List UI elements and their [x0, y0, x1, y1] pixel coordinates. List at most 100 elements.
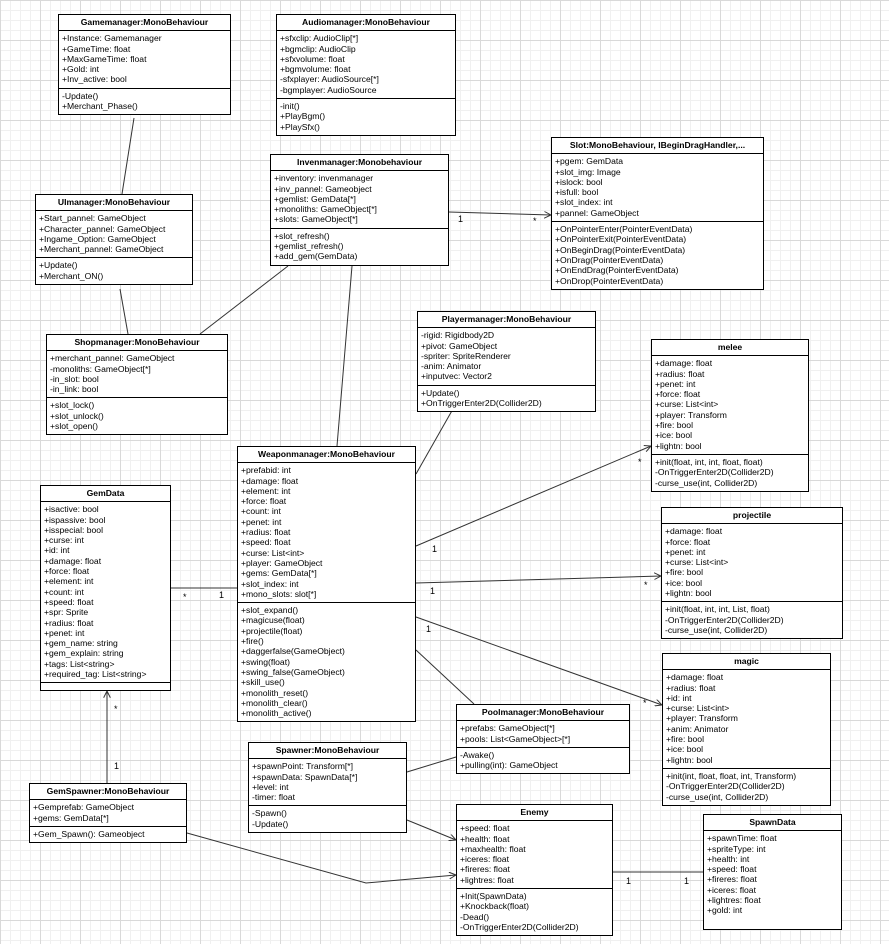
class-poolmanager[interactable]: Poolmanager:MonoBehaviour +prefabs: Game…	[456, 704, 630, 775]
attribute: +damage: float	[665, 526, 723, 537]
attribute: +health: float	[460, 833, 510, 844]
class-projectile[interactable]: projectile +damage: float +force: float …	[661, 507, 843, 640]
methods-section: -Update() +Merchant_Phase()	[59, 87, 230, 115]
class-title: magic	[663, 654, 830, 671]
methods-section: +Gem_Spawn(): Gameobject	[30, 825, 186, 842]
method: +Gem_Spawn(): Gameobject	[33, 828, 145, 839]
method: +init(float, int, int, float, float)	[655, 456, 763, 467]
class-title: Shopmanager:MonoBehaviour	[47, 335, 227, 352]
attribute: +fireres: float	[460, 864, 510, 875]
link-gemspawner-enemy	[186, 832, 456, 884]
attribute: +element: int	[241, 485, 291, 496]
attributes-section: +merchant_pannel: GameObject -monoliths:…	[47, 351, 227, 397]
attributes-section: +damage: float +force: float +penet: int…	[662, 524, 842, 601]
method: +Update()	[39, 260, 78, 271]
methods-section: -Awake() +pulling(int): GameObject	[457, 746, 629, 774]
attribute: +merchant_pannel: GameObject	[50, 353, 175, 364]
class-uimanager[interactable]: UImanager:MonoBehaviour +Start_pannel: G…	[35, 194, 193, 286]
class-magic[interactable]: magic +damage: float +radius: float +id:…	[662, 653, 831, 806]
attribute: +Ingame_Option: GameObject	[39, 233, 156, 244]
class-title: Spawner:MonoBehaviour	[249, 743, 406, 760]
method: -Update()	[252, 818, 289, 829]
attribute: +health: int	[707, 853, 750, 864]
attribute: +fire: bool	[666, 734, 704, 745]
class-shopmanager[interactable]: Shopmanager:MonoBehaviour +merchant_pann…	[46, 334, 228, 436]
multiplicity-label: 1	[626, 876, 632, 886]
link-weaponmanager-magic	[415, 616, 662, 705]
attribute: +player: GameObject	[241, 557, 323, 568]
attribute: +bgmvolume: float	[280, 64, 351, 75]
class-melee[interactable]: melee +damage: float +radius: float +pen…	[651, 339, 809, 492]
class-title: Weaponmanager:MonoBehaviour	[238, 447, 415, 464]
method: +slot_expand()	[241, 605, 299, 616]
attribute: +tags: List<string>	[44, 658, 115, 669]
class-title: GemSpawner:MonoBehaviour	[30, 784, 186, 801]
class-gamemanager[interactable]: Gamemanager:MonoBehaviour +Instance: Gam…	[58, 14, 231, 116]
attribute: +penet: int	[655, 378, 696, 389]
class-title: Invenmanager:Monobehaviour	[271, 155, 448, 172]
attribute: +iceres: float	[460, 854, 509, 865]
method: +PlaySfx()	[280, 121, 320, 132]
method: +OnPointerEnter(PointerEventData)	[555, 224, 693, 235]
attribute: +Merchant_pannel: GameObject	[39, 244, 164, 255]
link-spawner-enemy	[406, 819, 456, 840]
attribute: +isspecial: bool	[44, 524, 103, 535]
attribute: +count: int	[241, 506, 281, 517]
attribute: +inventory: invenmanager	[274, 173, 374, 184]
method: +OnBeginDrag(PointerEventData)	[555, 244, 686, 255]
attribute: +speed: float	[460, 823, 510, 834]
link-weaponmanager-melee	[415, 446, 651, 547]
class-title: Gamemanager:MonoBehaviour	[59, 15, 230, 32]
class-spawner[interactable]: Spawner:MonoBehaviour +spawnPoint: Trans…	[248, 742, 407, 834]
methods-section: +slot_refresh() +gemlist_refresh() +add_…	[271, 227, 448, 265]
class-title: UImanager:MonoBehaviour	[36, 195, 192, 212]
method: +PlayBgm()	[280, 111, 326, 122]
attributes-section: +prefabid: int +damage: float +element: …	[238, 463, 415, 602]
attribute: +radius: float	[655, 368, 705, 379]
attribute: +radius: float	[241, 527, 291, 538]
attribute: +element: int	[44, 576, 94, 587]
class-gemspawner[interactable]: GemSpawner:MonoBehaviour +Gemprefab: Gam…	[29, 783, 187, 844]
class-gemdata[interactable]: GemData +isactive: bool +ispassive: bool…	[40, 485, 171, 691]
class-weaponmanager[interactable]: Weaponmanager:MonoBehaviour +prefabid: i…	[237, 446, 416, 723]
multiplicity-label: 1	[219, 590, 225, 600]
attributes-section: -rigid: Rigidbody2D +pivot: GameObject -…	[418, 328, 595, 384]
attribute: -bgmplayer: AudioSource	[280, 84, 377, 95]
multiplicity-label: *	[114, 704, 118, 714]
attribute: +ice: bool	[655, 430, 693, 441]
attribute: +Gold: int	[62, 64, 100, 75]
attribute: +penet: int	[44, 627, 85, 638]
attribute: +ice: bool	[665, 577, 703, 588]
method: +OnTriggerEnter2D(Collider2D)	[421, 398, 542, 409]
attribute: +speed: float	[241, 537, 291, 548]
class-enemy[interactable]: Enemy +speed: float +health: float +maxh…	[456, 804, 613, 937]
attributes-section: +Instance: Gamemanager +GameTime: float …	[59, 31, 230, 87]
class-playermanager[interactable]: Playermanager:MonoBehaviour -rigid: Rigi…	[417, 311, 596, 413]
class-invenmanager[interactable]: Invenmanager:Monobehaviour +inventory: i…	[270, 154, 449, 266]
class-spawndata[interactable]: SpawnData +spawnTime: float +spriteType:…	[703, 814, 842, 930]
attribute: +islock: bool	[555, 176, 603, 187]
attribute: +pivot: GameObject	[421, 340, 498, 351]
attribute: +penet: int	[241, 516, 282, 527]
attributes-section: +Gemprefab: GameObject +gems: GemData[*]	[30, 800, 186, 826]
attributes-section: +isactive: bool +ispassive: bool +isspec…	[41, 502, 170, 682]
attribute: +Start_pannel: GameObject	[39, 213, 146, 224]
attributes-section: +pgem: GemData +slot_img: Image +islock:…	[552, 154, 763, 221]
method: +OnEndDrag(PointerEventData)	[555, 265, 679, 276]
multiplicity-label: 1	[432, 544, 438, 554]
attribute: +force: float	[665, 536, 711, 547]
attribute: +slot_index: int	[241, 578, 299, 589]
attribute: +speed: float	[44, 596, 94, 607]
attributes-section: +prefabs: GameObject[*] +pools: List<Gam…	[457, 721, 629, 747]
multiplicity-label: 1	[426, 624, 432, 634]
attribute: +damage: float	[666, 672, 724, 683]
attributes-section: +Start_pannel: GameObject +Character_pan…	[36, 211, 192, 257]
method: -Spawn()	[252, 808, 287, 819]
class-slot[interactable]: Slot:MonoBehaviour, IBeginDragHandler,..…	[551, 137, 764, 290]
methods-section: +init(float, int, int, float, float) -On…	[652, 453, 808, 491]
attribute: +force: float	[44, 566, 90, 577]
methods-section: +slot_lock() +slot_unlock() +slot_open()	[47, 397, 227, 434]
method: -Awake()	[460, 749, 495, 760]
link-shopmanager-invenmanager	[199, 265, 289, 335]
class-audiomanager[interactable]: Audiomanager:MonoBehaviour +sfxclip: Aud…	[276, 14, 456, 136]
